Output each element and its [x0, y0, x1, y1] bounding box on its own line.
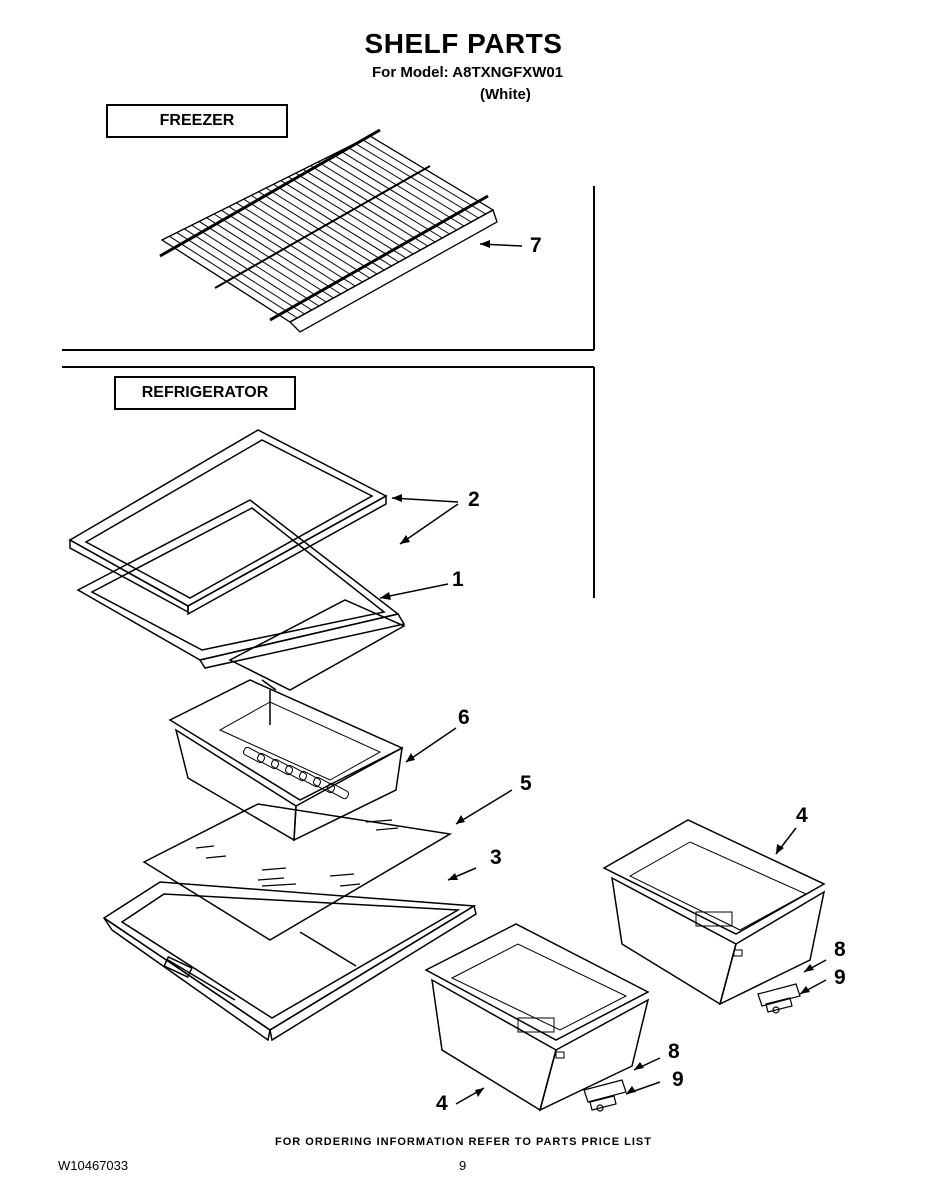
- shelf-wire: [191, 224, 320, 307]
- shelf-wire: [243, 198, 371, 279]
- shelf-wire: [206, 217, 334, 299]
- shelf-wire: [325, 157, 450, 235]
- ordering-note: FOR ORDERING INFORMATION REFER TO PARTS …: [275, 1136, 652, 1148]
- shelf-wire: [295, 172, 421, 251]
- callout-4-left: 4: [436, 1092, 448, 1115]
- leader-2a: [391, 497, 459, 503]
- grille-slot: [284, 764, 308, 782]
- refrigerator-section-border: [62, 366, 595, 598]
- leader-lines: [379, 243, 827, 1105]
- grille-slot: [312, 776, 336, 794]
- grille-slot: [326, 782, 350, 800]
- freezer-wire-shelf: [159, 128, 498, 333]
- callout-6: 6: [458, 706, 470, 729]
- shelf-wire: [280, 180, 407, 259]
- document-number: W10467033: [58, 1158, 129, 1173]
- humidity-slide-left: [583, 1079, 627, 1103]
- shelf-wire: [288, 176, 414, 255]
- shelf-wire: [184, 228, 313, 311]
- leader-1: [379, 583, 449, 599]
- shelf-wire: [302, 169, 429, 247]
- callout-7: 7: [530, 234, 542, 257]
- model-line: For Model: A8TXNGFXW01: [372, 64, 564, 81]
- shelf-wire: [273, 183, 400, 263]
- humidity-knob-left: [589, 1095, 617, 1112]
- crisper-drawer-right: [602, 819, 826, 1006]
- shelf-wire: [310, 165, 436, 243]
- shelf-wire: [317, 161, 443, 239]
- shelf-wire: [250, 195, 378, 275]
- leader-6: [405, 727, 457, 763]
- callout-5: 5: [520, 772, 532, 795]
- grille-slot: [256, 752, 280, 770]
- callout-4-right: 4: [796, 804, 808, 827]
- shelf-wire: [362, 139, 487, 215]
- shelf-wire: [332, 154, 458, 231]
- deli-drawer: [168, 679, 404, 842]
- shelf-wire: [198, 221, 327, 303]
- shelf-wire: [236, 202, 363, 283]
- crisper-glass-cover: [142, 803, 453, 941]
- glass-shelf-assembly: [68, 429, 406, 691]
- shelf-wire: [354, 143, 479, 219]
- shelf-wire: [169, 235, 298, 319]
- freezer-section-label: FREEZER: [106, 104, 288, 138]
- crisper-drawer-left: [424, 923, 650, 1112]
- shelf-wire: [213, 213, 342, 295]
- shelf-wire: [176, 232, 305, 315]
- shelf-wire: [221, 209, 349, 291]
- grille-slot: [298, 770, 322, 788]
- page-title: SHELF PARTS: [364, 28, 563, 59]
- grille-slot: [270, 758, 294, 776]
- shelf-wire: [265, 187, 392, 267]
- humidity-slide-right: [757, 983, 801, 1007]
- leader-2b: [399, 503, 459, 545]
- leader-5: [455, 789, 513, 825]
- leader-arrowheads: [380, 240, 814, 1097]
- callout-3: 3: [490, 846, 502, 869]
- callout-8-left: 8: [668, 1040, 680, 1063]
- grille-slot: [242, 746, 266, 764]
- crisper-cover-frame: [102, 881, 477, 1042]
- callout-1: 1: [452, 568, 464, 591]
- callout-8-right: 8: [834, 938, 846, 961]
- refrigerator-section-label: REFRIGERATOR: [114, 376, 296, 410]
- shelf-wire: [347, 146, 472, 223]
- page-number: 9: [459, 1158, 467, 1173]
- callout-9-left: 9: [672, 1068, 684, 1091]
- humidity-knob-right: [765, 997, 793, 1014]
- color-line: (White): [480, 86, 531, 103]
- shelf-wire: [228, 206, 356, 287]
- shelf-wire: [340, 150, 465, 227]
- shelf-wire: [258, 191, 385, 271]
- callout-9-right: 9: [834, 966, 846, 989]
- callout-2: 2: [468, 488, 480, 511]
- freezer-section-border: [62, 186, 595, 351]
